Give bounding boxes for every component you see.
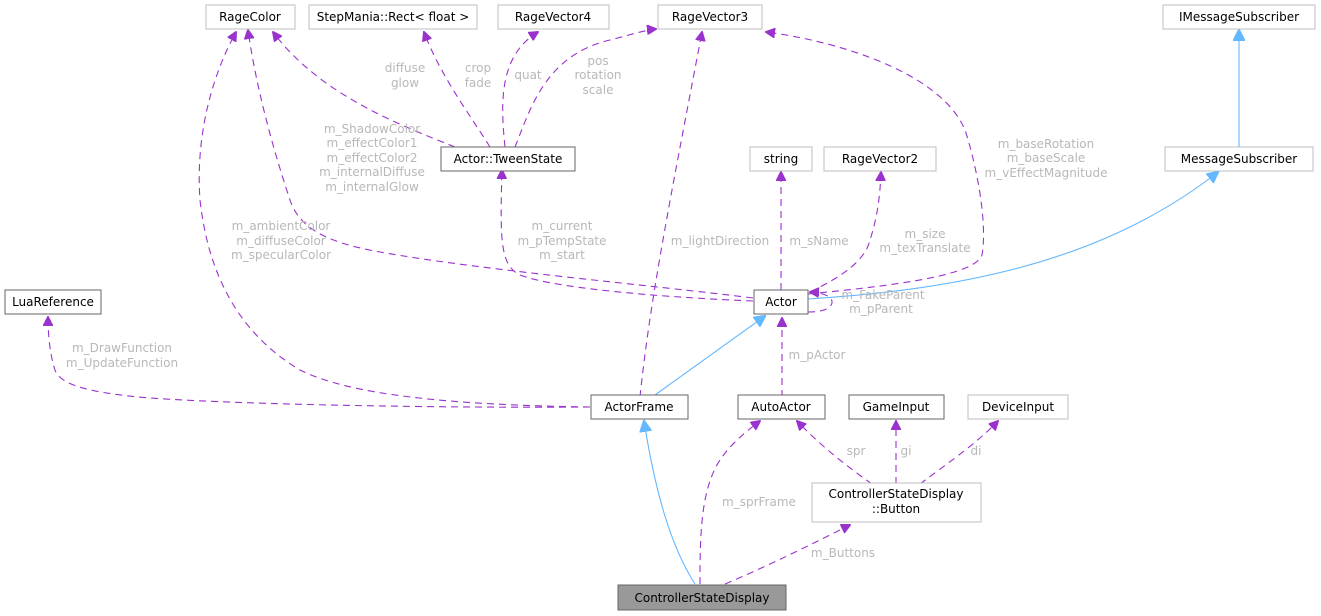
label-shadowcolor: m_ShadowColor: [324, 122, 420, 136]
label-sprframe: m_sprFrame: [722, 495, 796, 509]
label-rotation: rotation: [574, 68, 621, 82]
node-controllerstatedisplay-label: ControllerStateDisplay: [634, 591, 769, 605]
node-actorframe-label: ActorFrame: [605, 400, 674, 414]
node-ragevector3-label: RageVector3: [672, 10, 748, 24]
node-string[interactable]: string: [749, 146, 813, 172]
node-controllerstatedisplay[interactable]: ControllerStateDisplay: [617, 584, 787, 611]
label-updatefunction: m_UpdateFunction: [66, 356, 178, 370]
node-autoactor-label: AutoActor: [751, 400, 811, 414]
node-rect-label: StepMania::Rect< float >: [317, 10, 470, 24]
edge-tweenstate-ragevector3: [514, 29, 656, 148]
node-ragevector2-label: RageVector2: [842, 152, 918, 166]
edge-actor-ragevector2: [809, 172, 881, 293]
node-luareference-label: LuaReference: [12, 295, 94, 309]
label-di: di: [971, 444, 982, 458]
label-spr: spr: [847, 444, 866, 458]
node-actor[interactable]: Actor: [753, 289, 809, 315]
edges: [48, 29, 1239, 585]
label-basescale: m_baseScale: [1007, 151, 1086, 165]
label-pactor: m_pActor: [789, 348, 846, 362]
label-internaldiffuse: m_internalDiffuse: [319, 165, 425, 179]
node-button-label-line1: ControllerStateDisplay: [828, 487, 963, 501]
edge-actorframe-ragevector3: [639, 32, 702, 398]
label-current: m_current: [532, 219, 593, 233]
edge-actor-ragecolor: [248, 30, 754, 299]
edge-actorframe-actor: [654, 316, 765, 396]
node-luareference[interactable]: LuaReference: [4, 289, 102, 315]
edge-button-deviceinput: [919, 421, 998, 485]
label-crop: crop: [465, 61, 491, 75]
node-tweenstate[interactable]: Actor::TweenState: [440, 146, 576, 172]
label-effectcolor1: m_effectColor1: [327, 136, 418, 150]
node-imessagesubscriber-label: IMessageSubscriber: [1179, 10, 1299, 24]
node-tweenstate-label: Actor::TweenState: [454, 152, 563, 166]
edge-tweenstate-rect: [424, 32, 491, 148]
label-quat: quat: [514, 68, 542, 82]
edge-labels: diffuse glow crop fade quat pos rotation…: [66, 54, 1108, 560]
label-diffuse: diffuse: [385, 61, 425, 75]
label-buttons: m_Buttons: [811, 546, 875, 560]
node-ragevector4-label: RageVector4: [515, 10, 591, 24]
edge-csd-actorframe: [644, 421, 696, 585]
node-button-label-line2: ::Button: [872, 502, 920, 516]
label-start: m_start: [539, 248, 585, 262]
node-actorframe[interactable]: ActorFrame: [590, 394, 689, 420]
node-gameinput-label: GameInput: [863, 400, 930, 414]
node-ragecolor-label: RageColor: [219, 10, 281, 24]
node-ragecolor[interactable]: RageColor: [205, 4, 296, 30]
edge-actor-ragevector3-base: [766, 32, 985, 295]
edge-actor-self: [807, 292, 833, 313]
label-pos: pos: [587, 54, 608, 68]
node-deviceinput[interactable]: DeviceInput: [967, 394, 1069, 420]
label-veffectmagnitude: m_vEffectMagnitude: [985, 166, 1108, 180]
label-specularcolor: m_specularColor: [231, 248, 331, 262]
label-drawfunction: m_DrawFunction: [72, 341, 172, 355]
edge-csd-button: [724, 525, 850, 585]
edge-button-autoactor: [797, 421, 873, 485]
label-ambientcolor: m_ambientColor: [232, 219, 331, 233]
edge-actor-tweenstate: [501, 170, 754, 302]
label-gi: gi: [901, 444, 912, 458]
label-effectcolor2: m_effectColor2: [327, 151, 418, 165]
edge-actor-messagesubscriber: [807, 172, 1218, 300]
node-messagesubscriber-label: MessageSubscriber: [1181, 152, 1298, 166]
label-glow: glow: [391, 76, 419, 90]
label-sname: m_sName: [789, 234, 848, 248]
label-textranslate: m_texTranslate: [879, 241, 970, 255]
label-scale: scale: [583, 83, 614, 97]
node-ragevector2[interactable]: RageVector2: [823, 146, 937, 172]
label-pparent: m_pParent: [849, 302, 913, 316]
label-size: m_size: [905, 227, 946, 241]
label-lightdirection: m_lightDirection: [671, 234, 770, 248]
label-internalglow: m_internalGlow: [325, 180, 419, 194]
node-autoactor[interactable]: AutoActor: [737, 394, 826, 420]
edge-csd-autoactor: [699, 421, 760, 585]
label-fade: fade: [465, 76, 492, 90]
node-button[interactable]: ControllerStateDisplay ::Button: [811, 482, 982, 523]
edge-tweenstate-ragevector4: [502, 32, 538, 148]
node-deviceinput-label: DeviceInput: [982, 400, 1054, 414]
node-actor-label: Actor: [765, 295, 797, 309]
label-baserotation: m_baseRotation: [998, 137, 1094, 151]
node-string-label: string: [764, 152, 798, 166]
node-ragevector4[interactable]: RageVector4: [497, 4, 610, 30]
node-ragevector3[interactable]: RageVector3: [657, 4, 763, 30]
node-gameinput[interactable]: GameInput: [848, 394, 945, 420]
edge-actorframe-luareference: [48, 317, 591, 408]
node-messagesubscriber[interactable]: MessageSubscriber: [1164, 146, 1314, 172]
label-ptempstate: m_pTempState: [517, 234, 606, 248]
edge-actorframe-ragecolor: [198, 32, 591, 408]
label-fakeparent: m_FakeParent: [841, 288, 924, 302]
label-diffusecolor: m_diffuseColor: [236, 234, 326, 248]
node-rect[interactable]: StepMania::Rect< float >: [308, 4, 478, 30]
node-imessagesubscriber[interactable]: IMessageSubscriber: [1162, 4, 1316, 30]
